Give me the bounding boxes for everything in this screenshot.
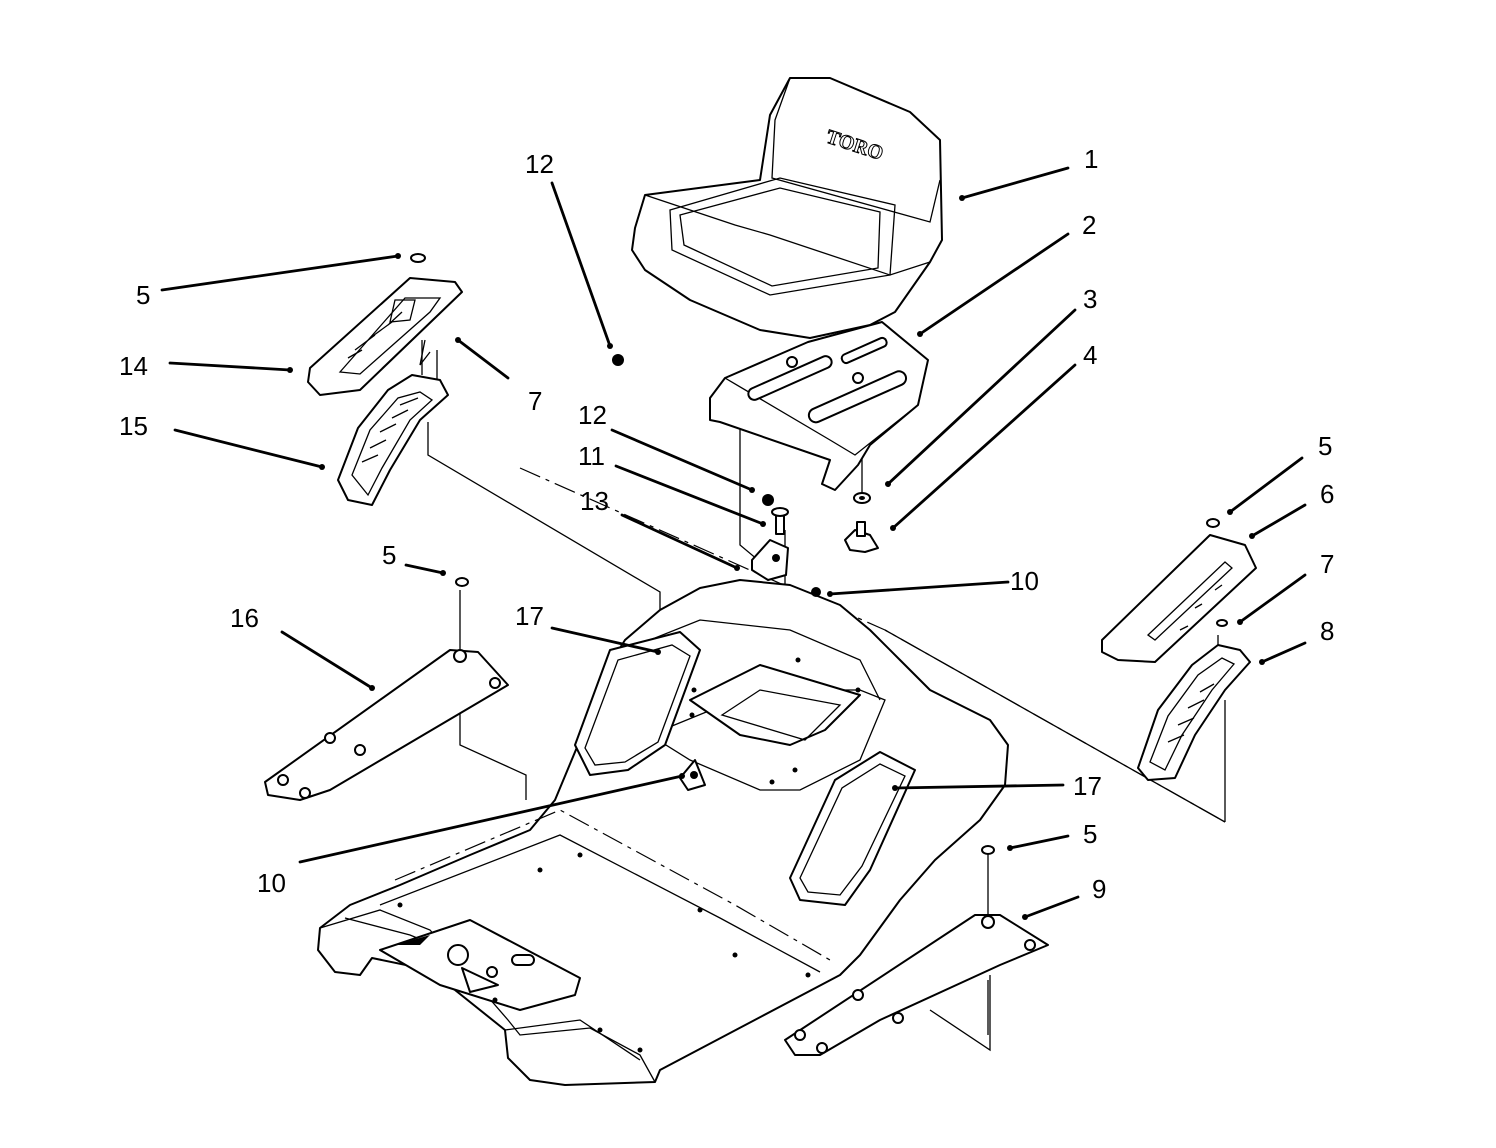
callout-7-left: 7 [528, 386, 542, 416]
callout-15: 15 [119, 411, 148, 441]
callout-4: 4 [1083, 340, 1097, 370]
callout-10-lower: 10 [257, 868, 286, 898]
callout-7-right: 7 [1320, 549, 1334, 579]
callout-17-left: 17 [515, 601, 544, 631]
callout-10-upper: 10 [1010, 566, 1039, 596]
seat: TORO [631, 77, 943, 339]
callout-11: 11 [578, 441, 605, 471]
fender-deck [317, 579, 1009, 1086]
callout-5-right-lower: 5 [1083, 819, 1097, 849]
seat-pan [709, 321, 929, 491]
callout-5-mid-left: 5 [382, 540, 396, 570]
callout-2: 2 [1082, 210, 1096, 240]
callout-9: 9 [1092, 874, 1106, 904]
callout-5-right-upper: 5 [1318, 431, 1332, 461]
callout-14: 14 [119, 351, 148, 381]
callout-17-right: 17 [1073, 771, 1102, 801]
callout-13: 13 [580, 486, 609, 516]
right-parts [784, 518, 1257, 1056]
callout-1: 1 [1084, 144, 1098, 174]
callout-16: 16 [230, 603, 259, 633]
callout-12-upper: 12 [525, 149, 554, 179]
left-parts [264, 253, 509, 801]
callout-8: 8 [1320, 616, 1334, 646]
callout-labels: 1 2 3 4 5 14 15 7 12 12 11 13 10 5 16 17… [119, 144, 1334, 904]
callout-6: 6 [1320, 479, 1334, 509]
callout-5-top-left: 5 [136, 280, 150, 310]
leader-lines [160, 166, 1307, 920]
callout-12-lower: 12 [578, 400, 607, 430]
callout-3: 3 [1083, 284, 1097, 314]
hardware [612, 354, 879, 597]
